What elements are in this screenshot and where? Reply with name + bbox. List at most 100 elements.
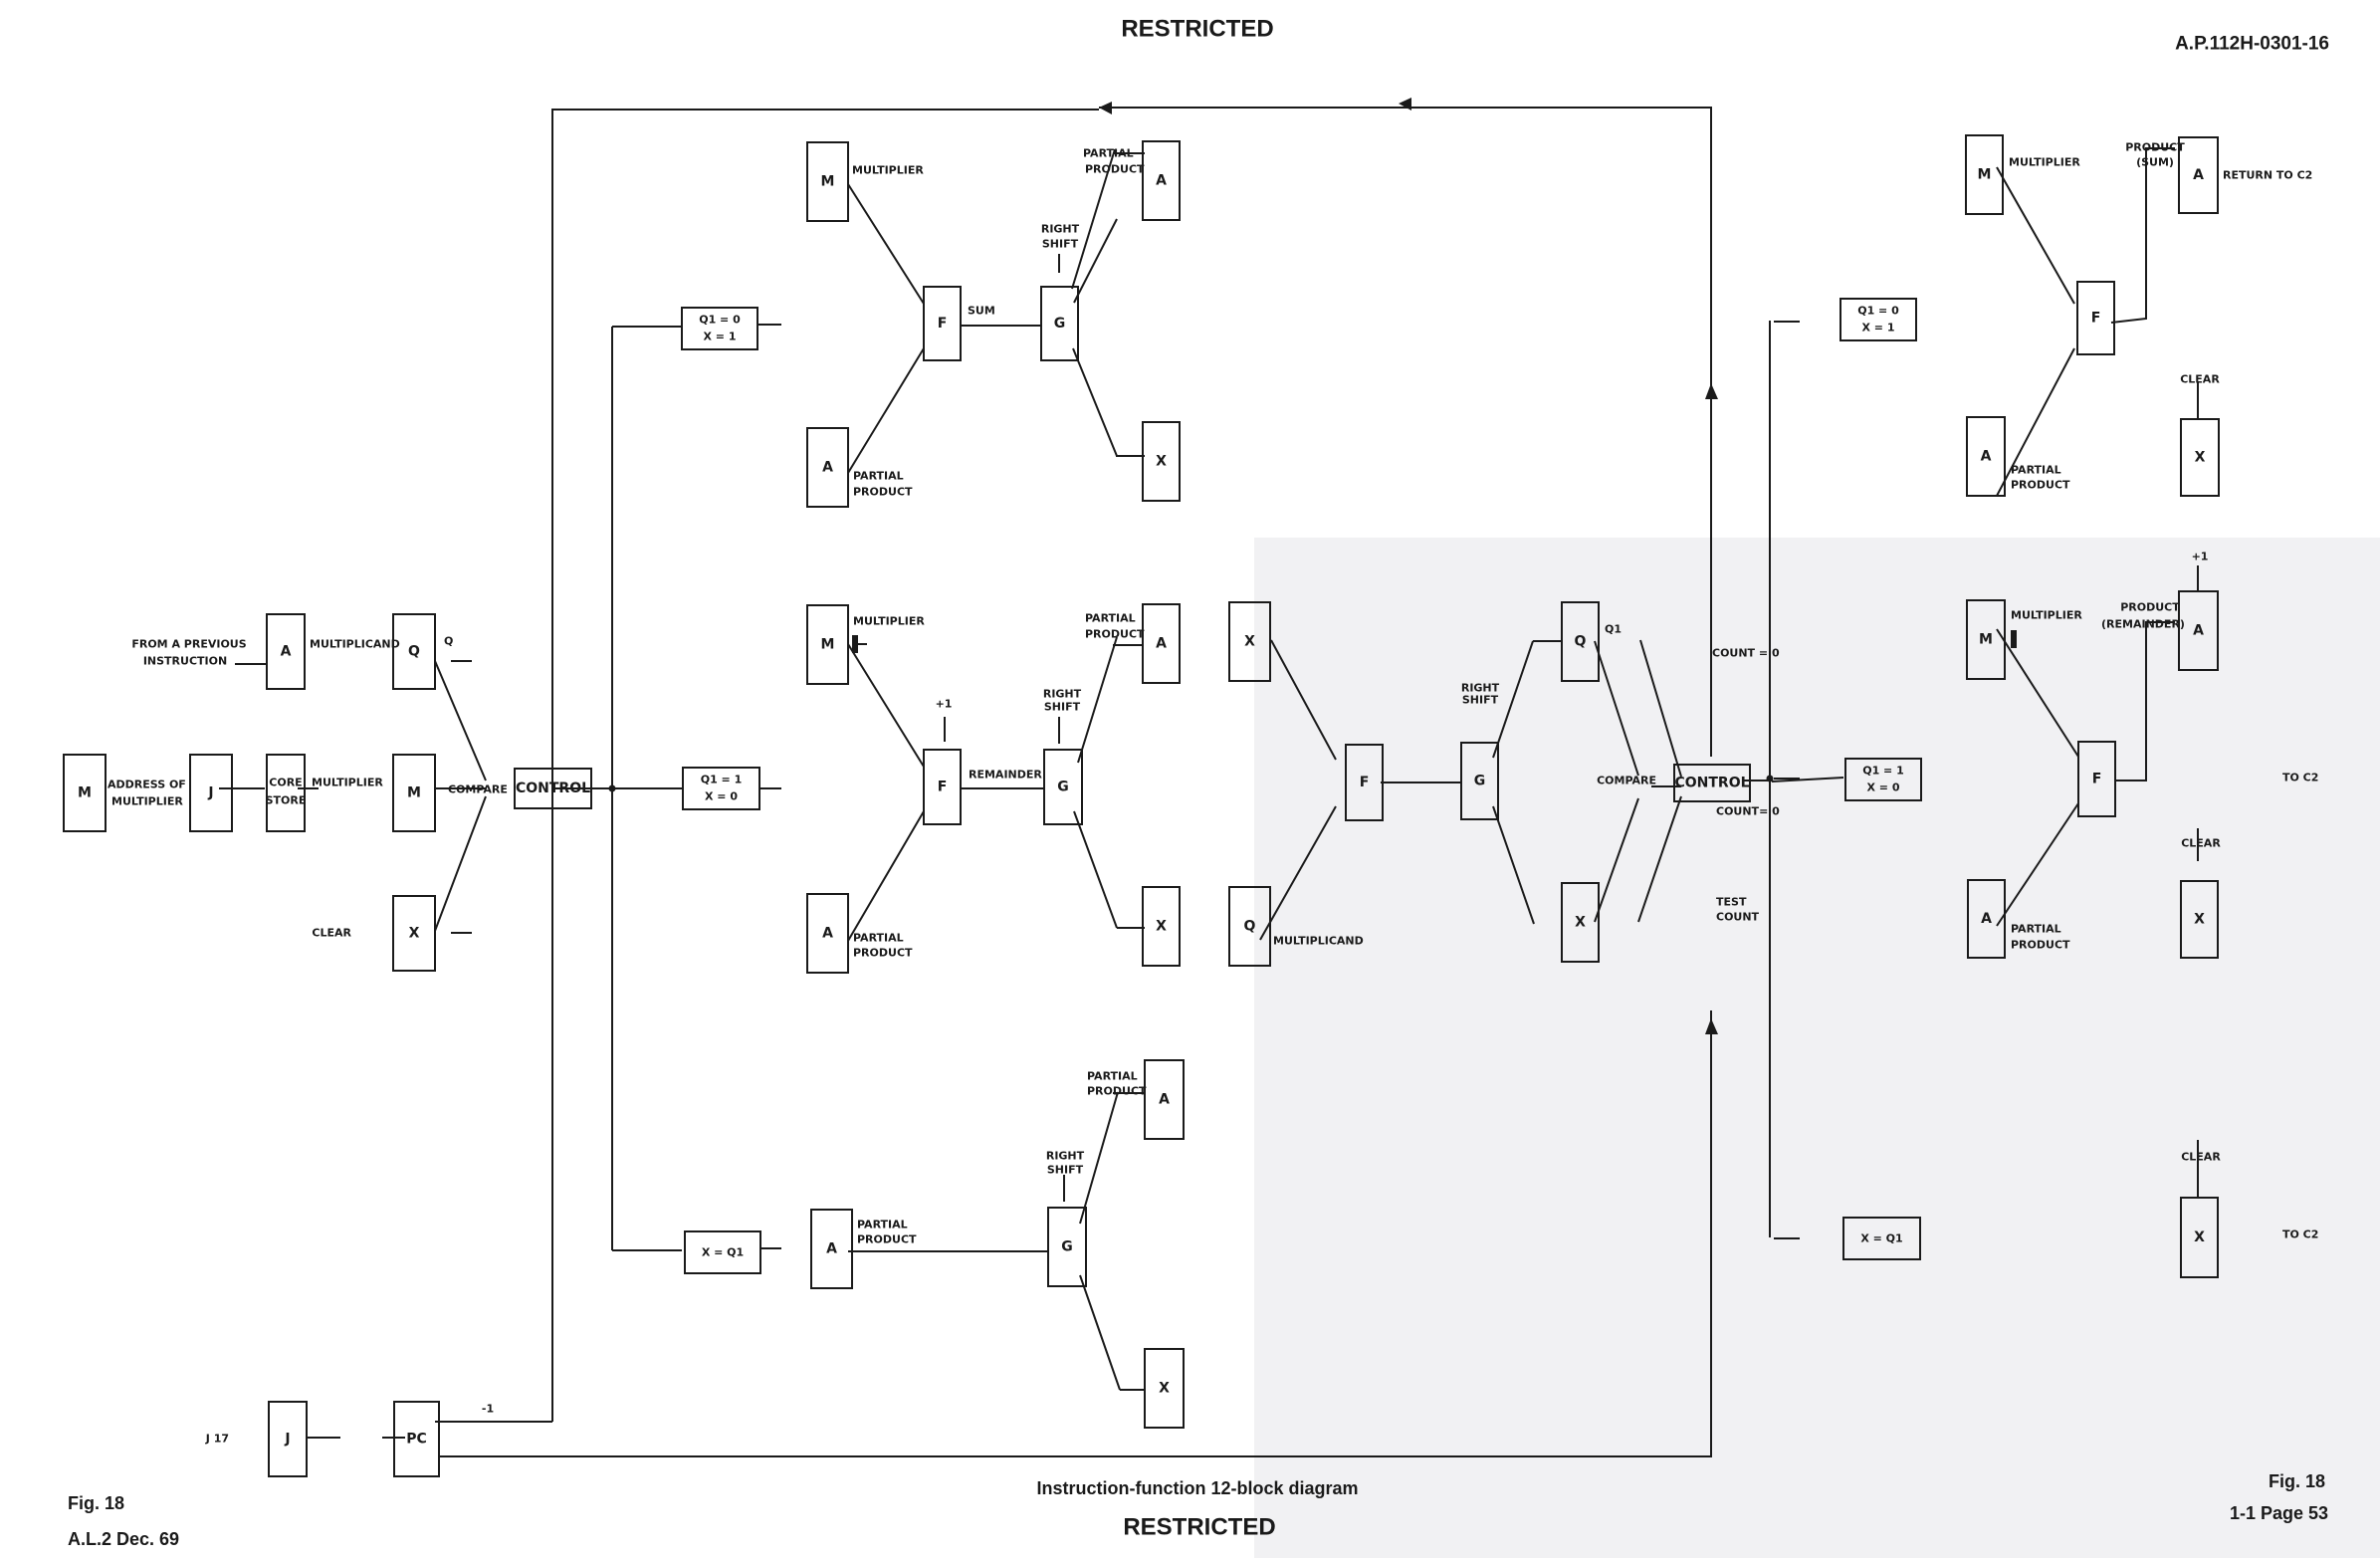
count-zero-label: COUNT = 0 [1712,647,1780,660]
figure-caption: Instruction-function 12-block diagram [1036,1478,1358,1498]
block-m [1966,599,2006,680]
scan-shading [1254,538,2380,1558]
block-q [392,613,436,690]
right-shift-label: RIGHT [1461,682,1500,695]
block-m [1965,134,2004,215]
condition-label: Q1 = 1 [701,774,743,786]
restricted-footer: RESTRICTED [1123,1514,1275,1541]
block-x-label: X [1159,1381,1170,1397]
block-a-label: A [1156,173,1167,189]
plus-one-label: +1 [936,698,953,711]
block-j-label: J [207,785,213,801]
arrowhead [1099,102,1112,114]
inhibit-bar [2011,630,2017,648]
block-f-label: F [1360,775,1370,790]
arrowhead [1399,98,1411,111]
block-x-label: X [1575,915,1586,931]
right-shift-label: SHIFT [1047,1164,1084,1177]
block-g-label: G [1061,1239,1073,1255]
count-zero-label: COUNT= 0 [1716,805,1780,818]
source-label: FROM A PREVIOUS [131,638,246,651]
condition-label: Q1 = 1 [1862,765,1904,778]
multiplier-label: MULTIPLIER [312,777,383,789]
block-a-label: A [281,644,292,660]
minus-one-label: -1 [482,1403,494,1416]
block-g [1047,1207,1087,1287]
remainder-label: REMAINDER [969,769,1042,782]
block-f-label: F [2091,311,2101,327]
document-reference: A.P.112H-0301-16 [2175,34,2329,55]
block-x-label: X [1156,454,1167,470]
block-q [1561,601,1600,682]
right-shift-label: RIGHT [1046,1150,1085,1163]
block-g-label: G [1057,780,1069,795]
partial-product-label: PRODUCT [1085,163,1145,176]
block-j [268,1401,308,1477]
amendment-list: A.L.2 Dec. 69 [68,1529,179,1549]
block-f [923,286,962,361]
clear-label: CLEAR [2180,373,2220,386]
multiplicand-label: MULTIPLICAND [310,638,400,651]
partial-product-label: PARTIAL [2011,923,2061,936]
return-to-c2-label: RETURN TO C2 [2223,169,2312,182]
condition-label: X = Q1 [1860,1232,1902,1245]
block-a [1142,603,1181,684]
partial-product-label: PRODUCT [857,1233,917,1246]
block-a-label: A [822,926,833,942]
partial-product-label: PARTIAL [853,932,904,945]
block-q [1228,886,1271,967]
condition-box [684,1230,761,1274]
junction-dot [1766,775,1774,782]
block-m [392,754,436,832]
condition-label: X = 0 [705,790,738,803]
clear-label: CLEAR [2181,1151,2221,1164]
block-a-label: A [1981,449,1992,465]
to-c2-label: TO C2 [2282,1228,2318,1241]
block-x [1144,1348,1185,1429]
right-shift-label: SHIFT [1044,701,1081,714]
block-g [1460,742,1499,820]
block-x-label: X [409,926,420,942]
block-f [923,749,962,825]
block-f-label: F [938,780,948,795]
block-m-label: M [407,785,421,801]
compare-label: COMPARE [448,783,508,796]
control-box-label: CONTROL [1674,776,1749,791]
condition-label: X = 1 [703,331,736,343]
q1-label: Q1 [1605,623,1622,636]
block-f [2076,281,2115,355]
block-x-label: X [1244,634,1255,650]
block-x [2180,1197,2219,1278]
right-shift-label: RIGHT [1043,688,1082,701]
partial-product-label: PRODUCT [853,486,913,499]
condition-label: X = 0 [1866,782,1899,794]
block-x-label: X [2194,1229,2205,1245]
restricted-header: RESTRICTED [1121,16,1273,43]
clear-label: CLEAR [2181,837,2221,850]
block-g [1040,286,1079,361]
block-a [1142,140,1181,221]
source-label: INSTRUCTION [143,655,227,668]
block-m-label: M [821,637,835,653]
partial-product-label: PARTIAL [1087,1070,1138,1083]
block-g-label: G [1474,774,1486,789]
block-j [189,754,233,832]
block-a [806,427,849,508]
block-a [2178,136,2219,214]
block-x [392,895,436,972]
q-label: Q [444,635,453,648]
block-m [63,754,107,832]
product-label: PRODUCT [2120,601,2180,614]
multiplier-label: MULTIPLIER [852,164,924,177]
junction-dot [608,784,616,792]
block-x-label: X [1156,919,1167,935]
product-label: (SUM) [2136,156,2174,169]
partial-product-label: PARTIAL [1083,147,1134,160]
block-m [806,141,849,222]
block-f [1345,744,1384,821]
block-a-label: A [1159,1092,1170,1108]
block-x-label: X [2195,450,2206,466]
control-box [514,768,592,809]
condition-label: Q1 = 0 [1857,305,1899,318]
